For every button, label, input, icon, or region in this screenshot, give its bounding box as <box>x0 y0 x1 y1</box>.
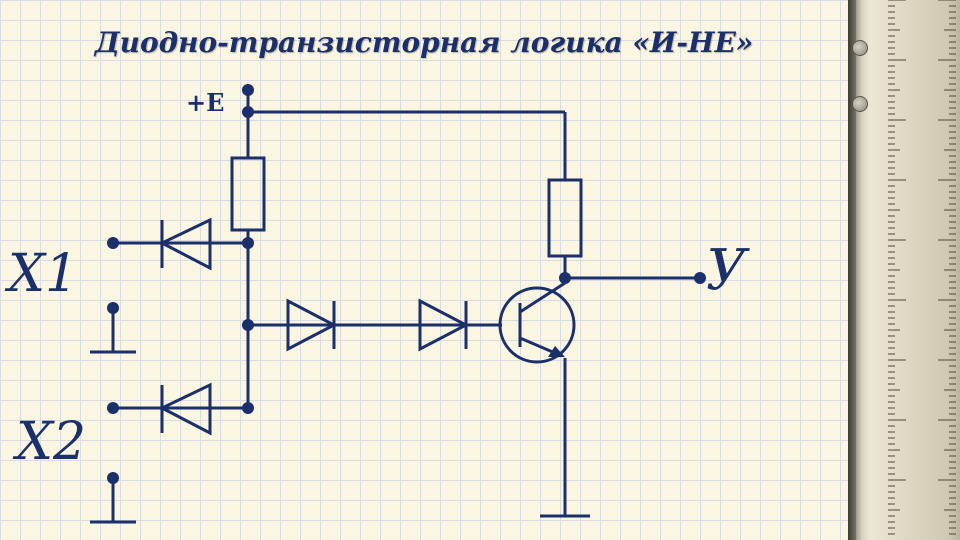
node <box>559 272 571 284</box>
terminal-x1 <box>107 237 119 249</box>
node <box>242 106 254 118</box>
node <box>242 319 254 331</box>
ruler-ticks <box>888 0 956 535</box>
node <box>242 237 254 249</box>
input-x2-label: X2 <box>16 412 87 472</box>
diode-series-1 <box>286 298 338 352</box>
terminal-x1-ground <box>107 302 119 314</box>
ruler-screw-icon <box>852 40 868 56</box>
input-resistor <box>230 156 266 232</box>
ruler-edge <box>848 0 856 540</box>
supply-label: +E <box>186 88 225 117</box>
ruler-decoration <box>848 0 960 540</box>
circuit-schematic <box>90 84 706 524</box>
transistor-body <box>498 286 576 364</box>
graph-paper-background <box>0 0 848 540</box>
diode-x1 <box>158 217 212 271</box>
slide-title: Диодно-транзисторная логика «И-НЕ» <box>94 26 754 59</box>
terminal-x2-ground <box>107 472 119 484</box>
emitter-arrow <box>548 346 565 357</box>
terminal-x2 <box>107 402 119 414</box>
output-y-label: У <box>706 238 747 303</box>
node <box>242 84 254 96</box>
diode-series-2 <box>418 298 470 352</box>
ruler-screw-icon <box>852 96 868 112</box>
transistor-collector <box>519 281 566 314</box>
input-x1-label: X1 <box>8 244 79 304</box>
diode-x2 <box>158 382 212 436</box>
terminal-output <box>694 272 706 284</box>
node <box>242 402 254 414</box>
collector-resistor <box>547 178 583 258</box>
